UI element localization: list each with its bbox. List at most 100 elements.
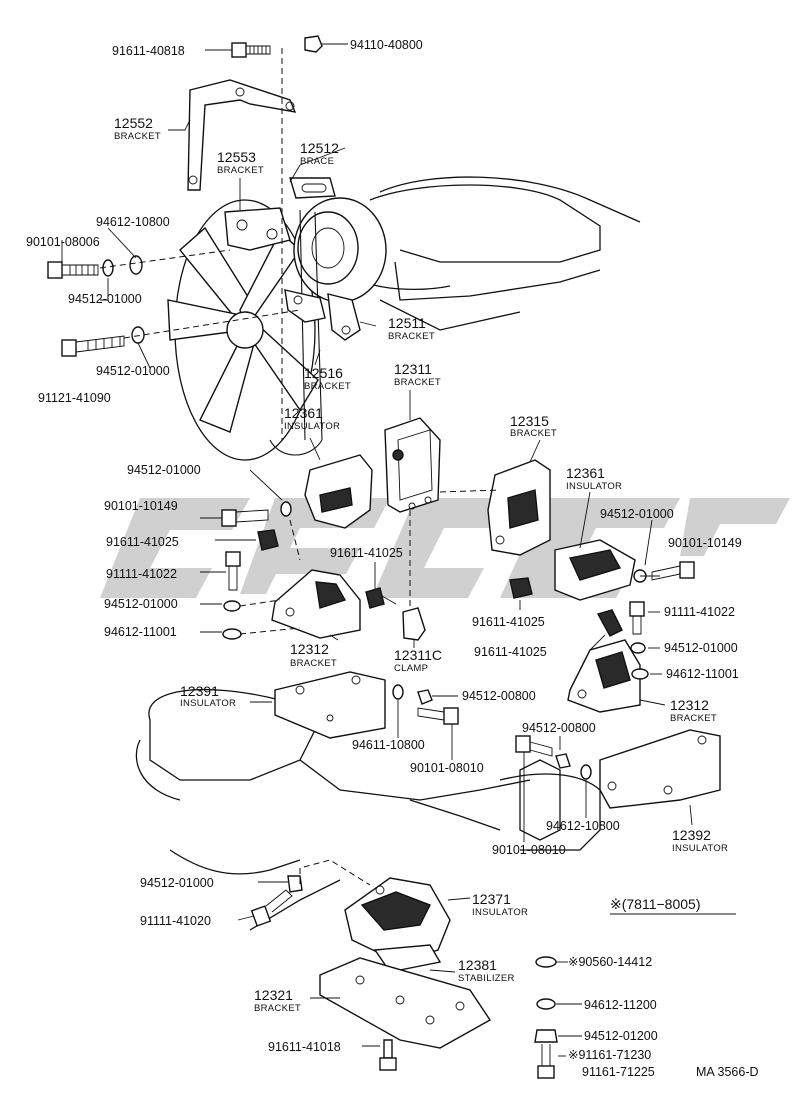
insulator-12361-left [304,454,373,529]
label-94611-10800: 94611-10800 [352,738,425,752]
label-12391-code: 12391 [180,683,219,699]
washer-94612-10800 [580,764,592,780]
label-91161-71225: 91161-71225 [582,1065,655,1079]
label-12361-left-name: INSULATOR [284,421,340,432]
label-94612-11200: 94612-11200 [584,998,657,1012]
washer-94611-10800 [392,684,404,700]
label-94612-10800-top: 94612-10800 [96,215,170,229]
bolt-91611-41018 [379,1039,397,1071]
washer-94612-11001-a [222,628,242,640]
label-12361-left-code: 12361 [284,405,323,421]
bolt-91111-41020 [250,889,293,927]
bolt-90101-08010-a [417,707,459,725]
label-91611-41025-d: 91611-41025 [474,645,547,659]
label-91611-41025-a: 91611-41025 [106,535,179,549]
label-90101-10149-right: 90101-10149 [668,536,742,550]
label-12311C-code: 12311C [394,647,442,663]
label-12516-name: BRACKET [304,381,351,392]
label-91611-40818: 91611-40818 [112,44,185,58]
label-12361-right-code: 12361 [566,465,605,481]
bolt-91611-41025-lower-right [596,609,623,637]
insulator-12392 [599,729,721,809]
alternator [269,197,387,456]
label-94612-10800-lower: 94612-10800 [546,819,620,833]
label-12315-code: 12315 [510,413,549,429]
label-94512-01000-rear: 94512-01000 [140,876,214,890]
diagram-reference: MA 3566-D [696,1065,759,1079]
label-12321-code: 12321 [254,987,293,1003]
label-91611-41025-c: 91611-41025 [472,615,545,629]
nut-94512-01000-rear [287,875,303,893]
label-12512-name: BRACE [300,156,334,167]
label-91111-41022-left: 91111-41022 [106,567,177,581]
bolt-91111-41022-right [629,601,645,635]
insulator-12361-right [554,539,636,601]
label-94612-11001-left: 94612-11001 [104,625,177,639]
label-94512-01200: 94512-01200 [584,1029,658,1043]
washer-94512-01000-b [223,600,241,612]
bolt-91611-40818 [231,42,271,58]
label-94512-01000-top: 94512-01000 [68,292,142,306]
bolt-90101-10149-right [651,561,695,581]
cooling-fan [167,199,319,461]
bracket-12516 [284,289,326,323]
nut-94512-00800-b [555,753,571,769]
label-91111-41020: 91111-41020 [140,914,211,928]
bolt-90101-10149-left [221,509,269,527]
bolt-90101-08010-b [515,735,553,757]
label-94512-00800-a: 94512-00800 [462,689,536,703]
leader-lines [61,43,693,1057]
label-90101-10149-left: 90101-10149 [104,499,178,513]
engine-block-outline [135,176,641,931]
nut-94512-00800-a [417,689,433,705]
label-94512-01000-c1: 94512-01000 [127,463,201,477]
label-94512-01000-c3: 94512-01000 [104,597,178,611]
label-12371-name: INSULATOR [472,907,528,918]
washer-94612-11001-b [631,668,649,680]
label-12511-name: BRACKET [388,331,435,342]
label-94512-01000-mid: 94512-01000 [96,364,170,378]
label-12552-name: BRACKET [114,131,161,142]
label-12553-code: 12553 [217,149,256,165]
bracket-12311 [384,417,441,513]
label-12516-code: 12516 [304,365,343,381]
clamp-12311C [402,607,426,641]
label-90560-14412: ※90560-14412 [568,955,652,969]
bolt-91611-41025-right [509,577,533,599]
label-12391-name: INSULATOR [180,698,236,709]
washer-94512-01000-a [280,501,292,517]
insulator-12371 [344,877,451,963]
label-90101-08006: 90101-08006 [26,235,100,249]
label-12312-left-name: BRACKET [290,658,337,669]
bracket-12312-right [567,639,641,713]
label-12392-name: INSULATOR [672,843,728,854]
label-91121-41090: 91121-41090 [38,391,111,405]
label-12311-code: 12311 [394,361,432,377]
bracket-12553 [224,207,291,251]
insulator-12391 [274,671,386,739]
label-12552-code: 12552 [114,115,153,131]
label-94512-00800-b: 94512-00800 [522,721,596,735]
bolt-91121-41090 [61,335,125,357]
label-12321-name: BRACKET [254,1003,301,1014]
label-12311C-name: CLAMP [394,663,428,674]
label-12312-right-code: 12312 [670,697,709,713]
bolt-90101-08006 [47,261,99,279]
label-91111-41022-right: 91111-41022 [664,605,735,619]
bracket-12321 [319,957,492,1049]
applicability-note: ※(7811−8005) [610,896,700,912]
label-94110-40800: 94110-40800 [350,38,423,52]
label-12381-code: 12381 [458,957,497,973]
label-12315-name: BRACKET [510,428,557,439]
bolt-91611-41025-left [257,529,279,551]
label-12512-code: 12512 [300,140,339,156]
label-90101-08010-a: 90101-08010 [410,761,484,775]
label-94612-11001-right: 94612-11001 [666,667,739,681]
part-labels: 91611-40818 94110-40800 12552 BRACKET 12… [26,38,742,1079]
bracket-12511 [327,293,361,341]
label-90101-08010-b: 90101-08010 [492,843,566,857]
label-12392-code: 12392 [672,827,711,843]
nut-94512-01200 [534,1029,558,1043]
label-12553-name: BRACKET [217,165,264,176]
